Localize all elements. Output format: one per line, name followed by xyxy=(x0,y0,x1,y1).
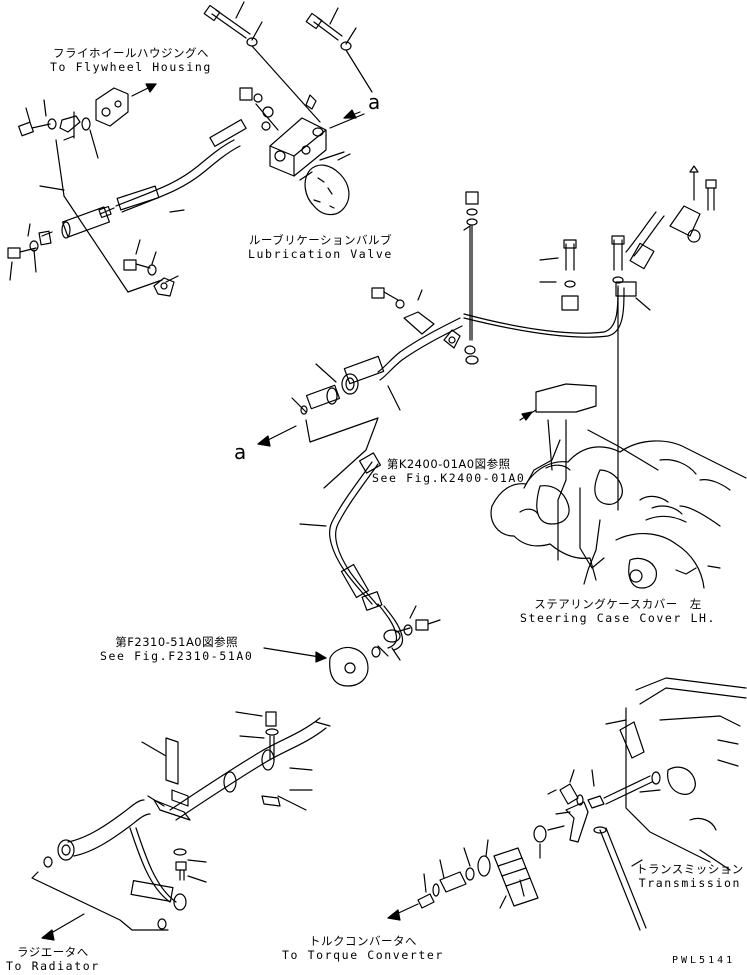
radiator-pipe xyxy=(31,711,331,941)
label-transmission: トランスミッション Transmission xyxy=(636,862,744,890)
vertical-rods xyxy=(463,191,625,511)
label-see-fig-f2310: 第F2310-51A0図参照 See Fig.F2310-51A0 xyxy=(100,635,253,663)
steering-case-cover xyxy=(490,383,747,589)
hose-clamp xyxy=(123,209,185,297)
callout-a-top: a xyxy=(368,90,381,114)
arrow-a-top xyxy=(329,113,365,129)
label-steering-case-cover: ステアリングケースカバー 左 Steering Case Cover LH. xyxy=(520,597,716,625)
transmission-fittings xyxy=(387,769,661,921)
label-lubrication-valve-jp: ルーブリケーションバルブ xyxy=(248,233,392,247)
label-torque-converter-jp: トルクコンバータへ xyxy=(308,934,417,948)
label-transmission-jp: トランスミッション xyxy=(636,862,744,876)
lower-mid-hose xyxy=(291,287,479,415)
arrow-a-mid xyxy=(257,417,379,489)
label-steering-case-cover-jp: ステアリングケースカバー 左 xyxy=(534,597,702,611)
label-flywheel-housing-en: To Flywheel Housing xyxy=(50,60,212,74)
label-radiator-jp: ラジエータへ xyxy=(16,945,89,959)
label-see-fig-f2310-en: See Fig.F2310-51A0 xyxy=(100,649,254,663)
label-lubrication-valve: ルーブリケーションバルブ Lubrication Valve xyxy=(248,233,393,261)
label-torque-converter-en: To Torque Converter xyxy=(282,948,444,962)
label-see-fig-k2400-en: See Fig.K2400-01A0 xyxy=(372,471,526,485)
top-bolts xyxy=(203,1,373,123)
label-transmission-en: Transmission xyxy=(638,876,742,890)
flywheel-fitting xyxy=(18,83,163,293)
callout-a-mid: a xyxy=(234,440,247,464)
right-fittings xyxy=(463,165,717,338)
label-see-fig-f2310-jp: 第F2310-51A0図参照 xyxy=(115,635,239,649)
label-radiator-en: To Radiator xyxy=(6,959,100,973)
lubrication-valve-block xyxy=(239,87,361,216)
label-steering-case-cover-en: Steering Case Cover LH. xyxy=(520,611,717,625)
label-radiator: ラジエータへ To Radiator xyxy=(6,945,100,973)
transmission-body xyxy=(593,677,747,931)
label-see-fig-k2400: 第K2400-01A0図参照 See Fig.K2400-01A0 xyxy=(372,457,525,485)
label-see-fig-k2400-jp: 第K2400-01A0図参照 xyxy=(386,457,511,471)
drawing-code: PWL5141 xyxy=(672,955,736,966)
label-flywheel-housing: フライホイールハウジングへ To Flywheel Housing xyxy=(50,46,212,74)
label-lubrication-valve-en: Lubrication Valve xyxy=(248,247,393,261)
upper-hose xyxy=(7,119,247,281)
label-flywheel-housing-jp: フライホイールハウジングへ xyxy=(52,46,209,60)
mid-vertical-hose xyxy=(263,452,441,687)
label-torque-converter: トルクコンバータへ To Torque Converter xyxy=(282,934,444,962)
